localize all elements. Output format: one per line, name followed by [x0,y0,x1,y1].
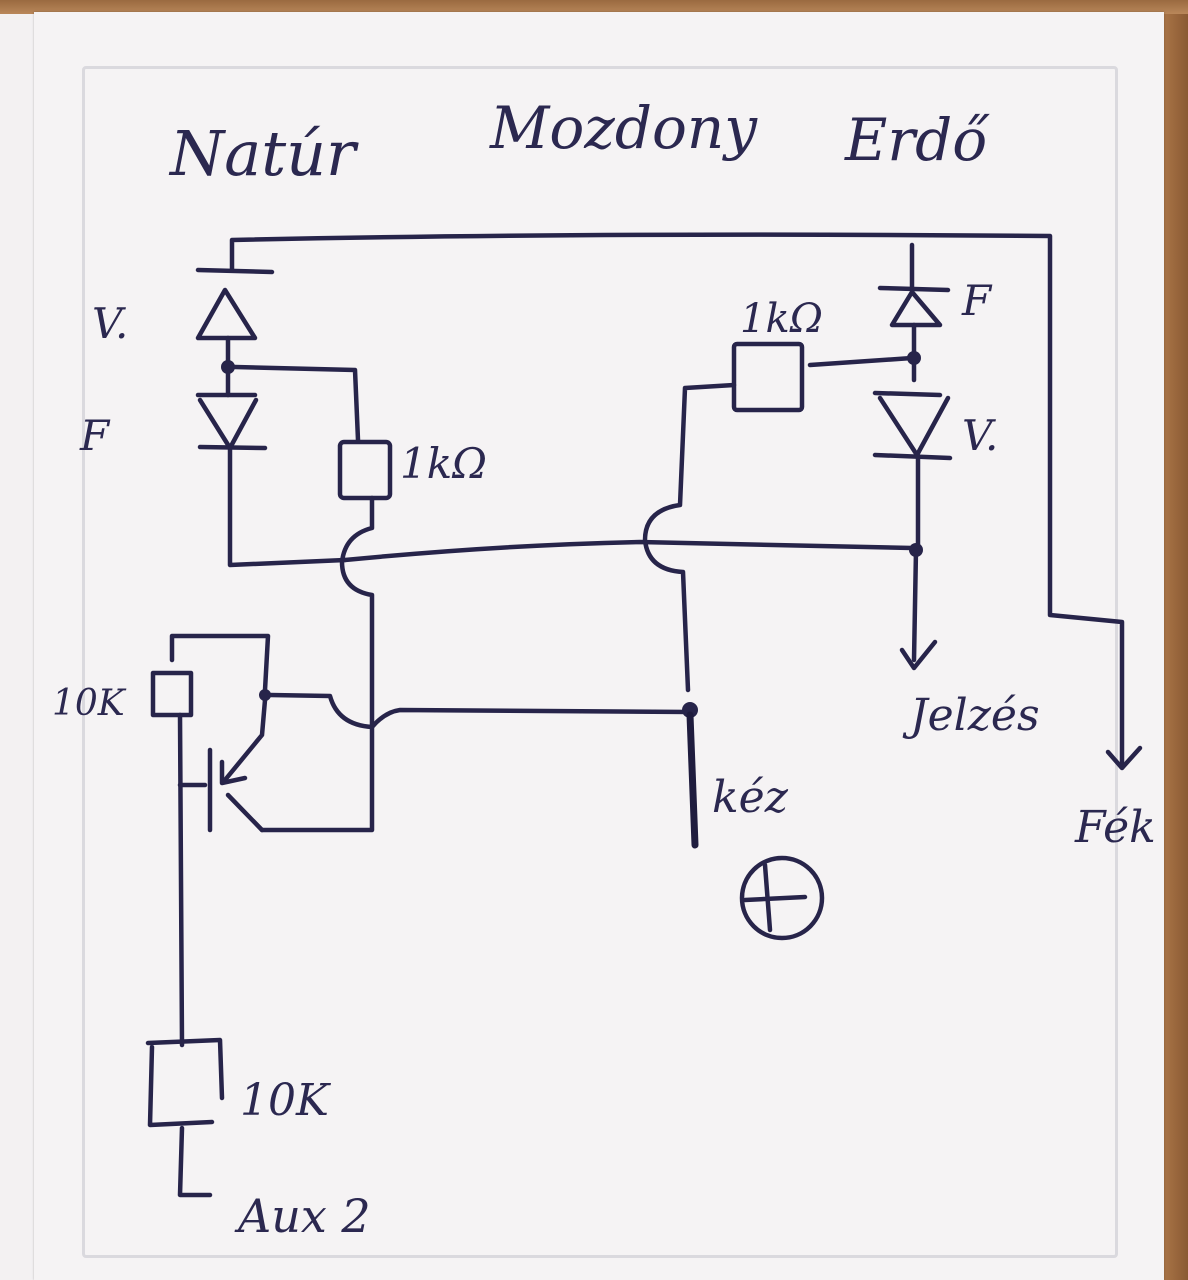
transistor-emitter [222,697,268,783]
power-line-label: kéz [712,772,789,823]
diode-right-bottom-label: V. [962,411,998,460]
top-rail-wire [229,232,1125,768]
resistor-10k-upper [150,670,194,718]
resistor-1k-label: 1kΩ [400,439,487,488]
output-label-right: Fék [1074,802,1156,853]
resistor-10k-lower [145,1037,225,1128]
table-surface-top [0,0,1188,14]
output-arrow-right [1105,745,1143,771]
wire-resistor-1k-down [259,495,375,833]
transistor-arrow-icon [219,759,248,786]
wire-right-resistor-down [642,382,737,693]
wire-transistor-to-power [267,692,693,730]
main-horizontal-bus [342,539,915,563]
plus-polarity-icon [739,855,825,941]
wire-10k-down [177,712,185,1048]
diode-right-top [877,242,951,383]
junction-transistor [259,689,271,701]
wire-aux [177,1125,213,1198]
resistor-10k-lower-label: 10K [240,1075,331,1126]
wire-left-bus [227,445,348,568]
resistor-right [731,341,805,413]
output-arrow-signal [899,639,938,671]
wire-transistor-top-loop [169,633,271,693]
heading-word-2: Mozdony [489,94,758,162]
junction-right-top [907,351,921,365]
resistor-right-label: 1kΩ [740,296,823,342]
wire-signal [911,547,919,663]
power-line [686,711,699,849]
diode-left-bottom-label: F [79,411,111,460]
heading-word-3: Erdő [844,106,990,174]
output-label-aux: Aux 2 [234,1189,371,1243]
faint-border-frame [82,66,1118,1258]
wire-to-resistor-1k [225,364,361,443]
diode-right-top-label: F [961,276,993,325]
junction-power [682,702,698,718]
transistor-collector [225,792,265,833]
diode-left-top-label: V. [92,299,128,348]
heading-word-1: Natúr [168,117,359,190]
resistor-1k [337,439,393,501]
wire-resistor-right-to-junction [807,355,915,368]
resistor-10k-upper-label: 10K [52,683,127,724]
diode-left-top [195,267,275,368]
diode-left-bottom [195,392,268,451]
diode-right-bottom [872,390,953,551]
output-label-signal: Jelzés [902,690,1040,741]
